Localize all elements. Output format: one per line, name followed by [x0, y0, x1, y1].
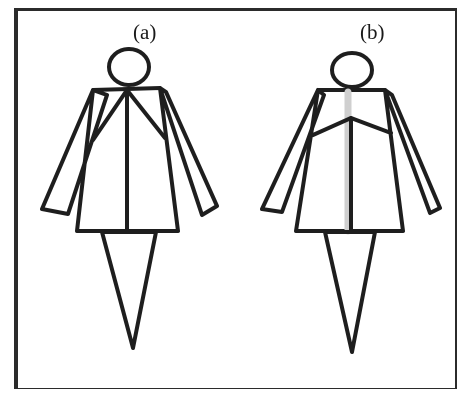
- figure-a-left-arm: [40, 88, 109, 216]
- figure-a-right-diagonal: [125, 88, 167, 140]
- figure-a-right-arm: [158, 86, 219, 217]
- figure-b-right-arm: [383, 88, 442, 215]
- figure-b-leg: [323, 230, 377, 354]
- figure-b-torso: [294, 88, 405, 233]
- figure-b-head: [330, 51, 374, 89]
- figure-a-leg: [100, 230, 158, 350]
- figure-a-head: [107, 47, 151, 87]
- figure-b-shoulder-chevron: [311, 116, 393, 137]
- panel-label-a: (a): [133, 20, 157, 44]
- figure-a: [40, 47, 219, 350]
- figure-a-left-diagonal: [91, 88, 129, 142]
- figure-b: [260, 51, 442, 354]
- diagram-frame: [14, 8, 457, 389]
- panel-label-b: (b): [360, 20, 385, 44]
- figure-b-left-arm: [260, 88, 326, 214]
- figure-a-torso: [75, 86, 180, 233]
